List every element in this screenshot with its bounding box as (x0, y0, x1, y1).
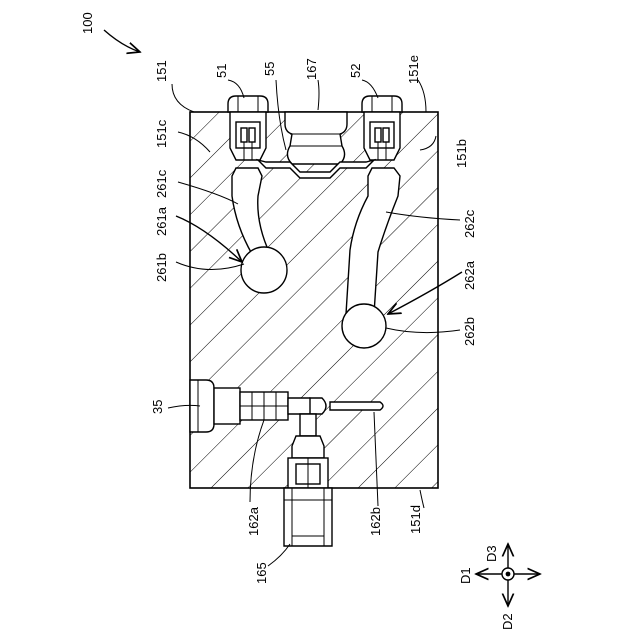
label-100: 100 (80, 12, 95, 34)
label-262a: 262a (462, 260, 477, 290)
label-151c: 151c (154, 119, 169, 148)
label-52: 52 (348, 64, 363, 78)
label-162b: 162b (368, 507, 383, 536)
label-51: 51 (214, 64, 229, 78)
label-35: 35 (150, 400, 165, 414)
label-261b: 261b (154, 253, 169, 282)
label-151b: 151b (454, 139, 469, 168)
connector-51 (228, 96, 268, 160)
label-162a: 162a (246, 506, 261, 536)
direction-indicator: D1 D3 D2 (458, 544, 540, 630)
axis-d1-label: D1 (458, 567, 473, 584)
label-261c: 261c (154, 169, 169, 198)
axis-d3-label: D3 (484, 545, 499, 562)
label-262b: 262b (462, 317, 477, 346)
connector-52 (362, 96, 402, 160)
label-151: 151 (154, 60, 169, 82)
label-151e: 151e (406, 55, 421, 84)
sensor-167 (285, 112, 347, 164)
label-165: 165 (254, 562, 269, 584)
label-151d: 151d (408, 505, 423, 534)
axis-d2-label: D2 (500, 613, 515, 630)
label-261a: 261a (154, 206, 169, 236)
label-55: 55 (262, 62, 277, 76)
label-262c: 262c (462, 209, 477, 238)
label-167: 167 (304, 58, 319, 80)
